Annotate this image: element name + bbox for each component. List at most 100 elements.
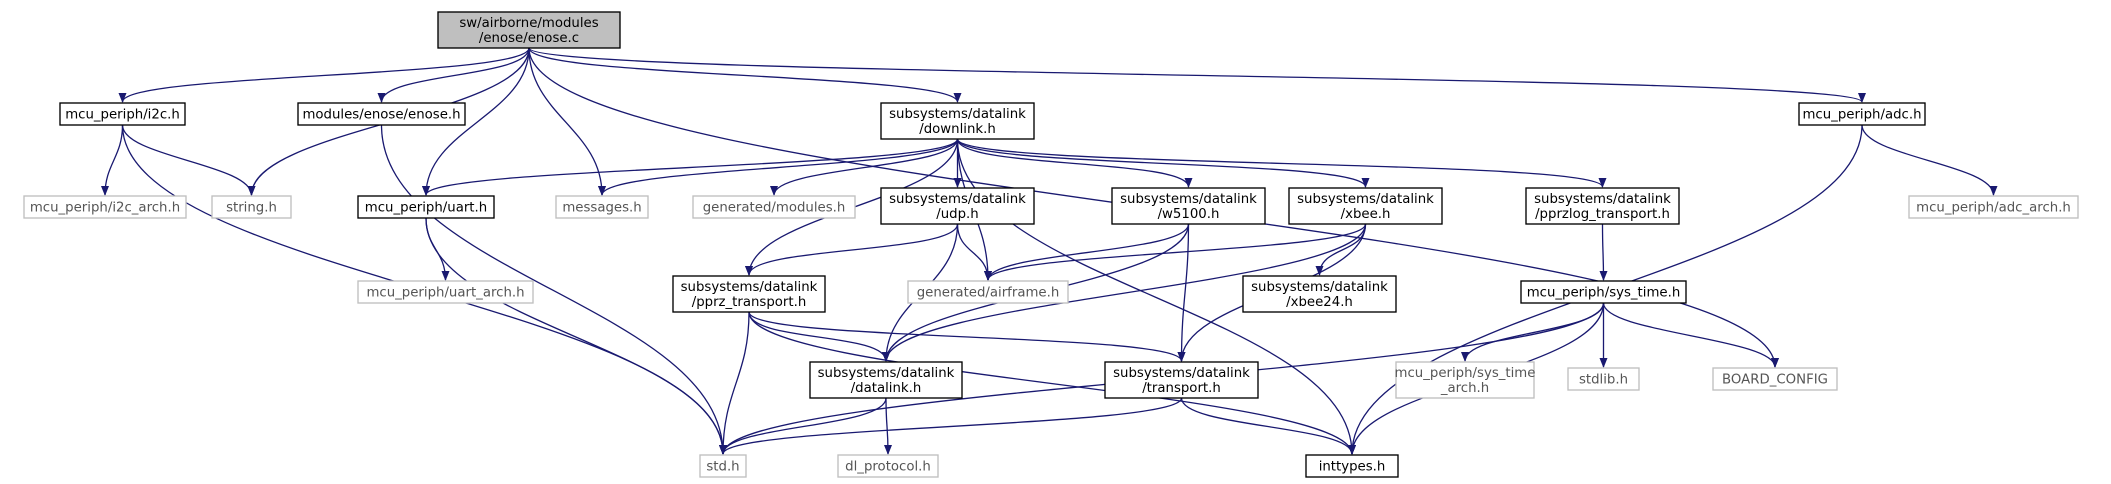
edge-udp_h-to-pprz_transport_h xyxy=(745,223,959,276)
node-label: inttypes.h xyxy=(1319,460,1386,475)
edge-downlink_h-to-xbee_h xyxy=(956,138,1370,188)
edge-downlink_h-to-gen_modules_h xyxy=(770,138,959,196)
node-box xyxy=(1104,361,1259,399)
node-box xyxy=(1567,367,1640,391)
node-uart-arch-h: mcu_periph/uart_arch.h xyxy=(357,280,534,304)
node-sys-time-h[interactable]: mcu_periph/sys_time.h xyxy=(1520,280,1687,304)
node-messages-h: messages.h xyxy=(555,195,649,219)
node-inttypes-h[interactable]: inttypes.h xyxy=(1305,454,1399,478)
node-uart-h[interactable]: mcu_periph/uart.h xyxy=(357,195,495,219)
edge-transport_h-to-inttypes_h xyxy=(1180,397,1356,455)
node-box xyxy=(437,11,621,49)
node-label: messages.h xyxy=(562,201,641,216)
edge-transport_h-to-std_h xyxy=(719,397,1183,455)
node-label: stdlib.h xyxy=(1579,373,1628,388)
edge-w5100_h-to-transport_h xyxy=(1177,223,1190,362)
edge-xbee_h-to-datalink_h xyxy=(882,223,1367,362)
node-i2c-h[interactable]: mcu_periph/i2c.h xyxy=(59,102,186,126)
node-label: mcu_periph/uart.h xyxy=(365,201,487,216)
node-label: /transport.h xyxy=(1142,381,1221,396)
node-label: mcu_periph/i2c.h xyxy=(65,108,180,123)
node-label: mcu_periph/i2c_arch.h xyxy=(30,201,180,216)
node-label: subsystems/datalink xyxy=(1297,192,1434,207)
node-stdlib-h: stdlib.h xyxy=(1567,367,1640,391)
node-box xyxy=(1111,187,1266,225)
node-box xyxy=(692,195,856,219)
node-box xyxy=(1525,187,1680,225)
edge-udp_h-to-airframe_h xyxy=(956,223,992,281)
edge-pprz_transport_h-to-inttypes_h xyxy=(748,311,1356,455)
edge-enose_c-to-enose_h xyxy=(377,47,530,103)
node-pprzlog-h[interactable]: subsystems/datalink/pprzlog_transport.h xyxy=(1525,187,1680,225)
node-udp-h[interactable]: subsystems/datalink/udp.h xyxy=(880,187,1035,225)
node-box xyxy=(555,195,649,219)
edge-pprz_transport_h-to-datalink_h xyxy=(748,311,890,362)
node-box xyxy=(1520,280,1687,304)
node-label: /xbee24.h xyxy=(1286,295,1353,310)
edge-pprz_transport_h-to-std_h xyxy=(719,311,750,455)
node-downlink-h[interactable]: subsystems/datalink/downlink.h xyxy=(880,102,1035,140)
node-box xyxy=(59,102,186,126)
edge-i2c_h-to-i2c_arch_h xyxy=(101,124,124,196)
edge-xbee_h-to-xbee24_h xyxy=(1315,223,1367,276)
node-enose-c[interactable]: sw/airborne/modules/enose/enose.c xyxy=(437,11,621,49)
node-label: /w5100.h xyxy=(1158,207,1220,222)
edge-i2c_h-to-string_h xyxy=(121,124,256,196)
node-label: subsystems/datalink xyxy=(889,192,1026,207)
edge-enose_c-to-i2c_h xyxy=(118,47,530,103)
node-label: modules/enose/enose.h xyxy=(302,108,460,123)
edge-uart_h-to-std_h xyxy=(425,217,727,455)
edge-datalink_h-to-std_h xyxy=(719,397,887,455)
node-label: BOARD_CONFIG xyxy=(1722,373,1828,388)
node-label: subsystems/datalink xyxy=(1113,366,1250,381)
node-label: dl_protocol.h xyxy=(845,460,931,475)
node-xbee-h[interactable]: subsystems/datalink/xbee.h xyxy=(1288,187,1443,225)
node-box xyxy=(1908,195,2079,219)
node-label: sw/airborne/modules xyxy=(459,16,598,31)
edge-sys_time_h-to-sys_time_arch_h xyxy=(1461,302,1605,362)
node-box xyxy=(907,280,1069,304)
node-box xyxy=(1798,102,1926,126)
node-xbee24-h[interactable]: subsystems/datalink/xbee24.h xyxy=(1242,275,1397,313)
edge-downlink_h-to-messages_h xyxy=(598,138,959,196)
node-box xyxy=(1288,187,1443,225)
node-box xyxy=(357,195,495,219)
node-std-h: std.h xyxy=(699,454,747,478)
node-label: _arch.h xyxy=(1440,381,1489,396)
node-layer: sw/airborne/modules/enose/enose.c mcu_per… xyxy=(23,11,2079,478)
node-airframe-h: generated/airframe.h xyxy=(907,280,1069,304)
node-box xyxy=(23,195,187,219)
node-gen-modules-h: generated/modules.h xyxy=(692,195,856,219)
node-box xyxy=(297,102,466,126)
node-label: /downlink.h xyxy=(919,122,996,137)
edge-pprz_transport_h-to-transport_h xyxy=(748,311,1186,362)
node-box xyxy=(699,454,747,478)
edge-datalink_h-to-dl_protocol_h xyxy=(883,397,892,455)
node-label: generated/airframe.h xyxy=(917,286,1060,301)
edge-enose_c-to-uart_h xyxy=(422,47,530,196)
node-label: mcu_periph/uart_arch.h xyxy=(366,286,524,301)
edge-enose_c-to-messages_h xyxy=(528,47,606,196)
node-label: mcu_periph/adc.h xyxy=(1802,108,1921,123)
edge-enose_c-to-downlink_h xyxy=(528,47,962,103)
node-adc-arch-h: mcu_periph/adc_arch.h xyxy=(1908,195,2079,219)
node-label: mcu_periph/adc_arch.h xyxy=(1916,201,2071,216)
node-label: /udp.h xyxy=(936,207,978,222)
node-enose-h[interactable]: modules/enose/enose.h xyxy=(297,102,466,126)
node-pprz-transport-h[interactable]: subsystems/datalink/pprz_transport.h xyxy=(672,275,826,313)
edge-layer xyxy=(101,47,1998,455)
node-w5100-h[interactable]: subsystems/datalink/w5100.h xyxy=(1111,187,1266,225)
node-label: /pprzlog_transport.h xyxy=(1535,207,1670,222)
node-label: subsystems/datalink xyxy=(1251,280,1388,295)
node-label: subsystems/datalink xyxy=(681,280,818,295)
edge-adc_h-to-adc_arch_h xyxy=(1861,124,1998,196)
node-label: subsystems/datalink xyxy=(1120,192,1257,207)
node-box xyxy=(837,454,939,478)
node-adc-h[interactable]: mcu_periph/adc.h xyxy=(1798,102,1926,126)
node-datalink-h[interactable]: subsystems/datalink/datalink.h xyxy=(809,361,963,399)
node-transport-h[interactable]: subsystems/datalink/transport.h xyxy=(1104,361,1259,399)
edge-enose_c-to-adc_h xyxy=(528,47,1866,103)
node-dl-protocol-h: dl_protocol.h xyxy=(837,454,939,478)
node-board-config: BOARD_CONFIG xyxy=(1712,367,1838,391)
